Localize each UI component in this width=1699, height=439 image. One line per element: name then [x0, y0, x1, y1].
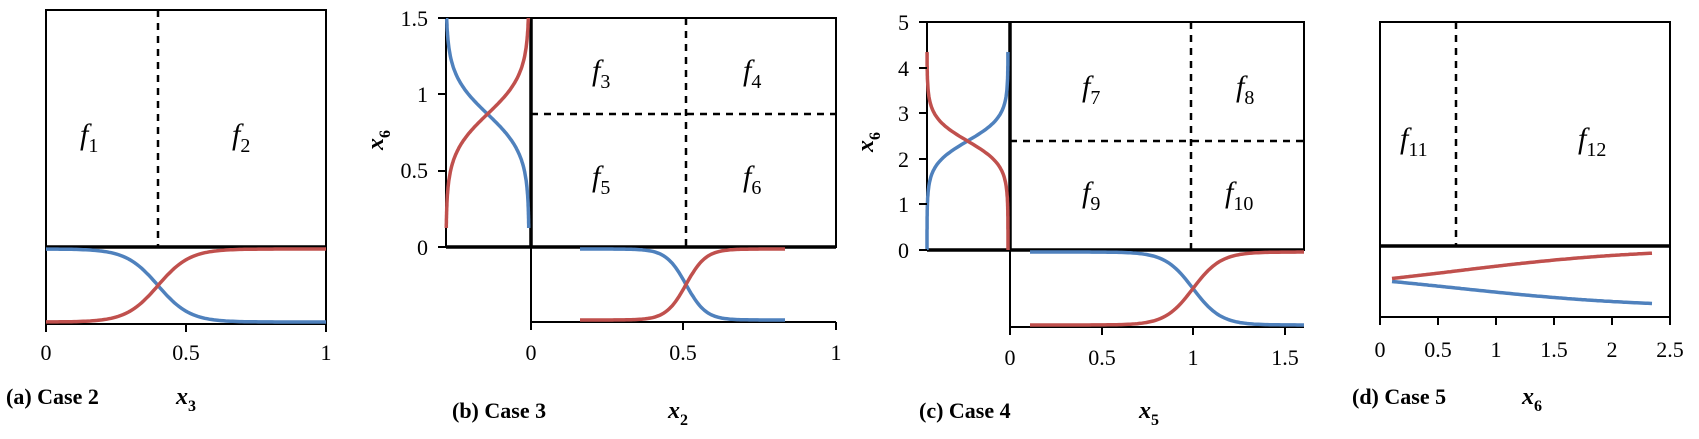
panel-c-blue-curve: [1030, 250, 1304, 327]
panel-b-blue-curve: [580, 247, 785, 322]
panel-a-xtick-0: 0: [41, 340, 52, 365]
panel-c-red-curve: [1030, 250, 1304, 327]
panel-c-xtick-3: 1.5: [1271, 345, 1299, 370]
panel-c-ytick-1: 1: [898, 192, 909, 217]
panel-d-region-f11: f11: [1400, 122, 1428, 161]
panel-c-side-red-curve: [925, 51, 1010, 250]
panel-d: 0 0.5 1 1.5 2 2.5 f11 f12 (d) Case 5 x6: [1352, 21, 1684, 415]
panel-b-region-box: [530, 17, 837, 248]
panel-c-region-f7: f7: [1082, 70, 1100, 109]
panel-c-region-box: [1009, 21, 1305, 251]
panel-c-xtick-2: 1: [1188, 345, 1199, 370]
panel-c-xtick-0: 0: [1005, 345, 1016, 370]
panel-c-y-axis-label: x6: [853, 132, 884, 153]
panel-b-ytick-2: 1: [417, 82, 428, 107]
panel-a-region-f2: f2: [232, 118, 250, 157]
panel-b-side-red-curve: [444, 18, 531, 228]
panel-c-region-f8: f8: [1236, 70, 1254, 109]
panel-b-xtick-2: 1: [831, 340, 842, 365]
panel-b-side-blue-curve: [444, 18, 531, 228]
panel-d-xtick-4: 2: [1607, 337, 1618, 362]
panel-b-ytick-0: 0: [417, 235, 428, 260]
panel-c: 0 0.5 1 1.5 0 1 2 3 4 5 x6 f7 f8 f9 f10 …: [853, 10, 1305, 429]
panel-c-ytick-4: 4: [898, 56, 909, 81]
panel-b-region-f6: f6: [743, 160, 761, 199]
panel-b-caption: (b) Case 3: [452, 398, 546, 423]
panel-a-xtick-1: 0.5: [172, 340, 200, 365]
panel-d-xtick-3: 1.5: [1540, 337, 1568, 362]
panel-c-axis-label: x5: [1138, 398, 1159, 429]
panel-c-xtick-1: 0.5: [1088, 345, 1116, 370]
panel-a-xtick-2: 1: [321, 340, 332, 365]
panel-d-region-box: [1379, 21, 1671, 247]
panel-b-region-f4: f4: [743, 54, 761, 93]
panel-b-ytick-3: 1.5: [401, 6, 429, 31]
panel-d-axis-label: x6: [1521, 384, 1542, 415]
panel-b-axis-label: x2: [667, 398, 688, 429]
panel-c-ytick-5: 5: [898, 10, 909, 35]
panel-c-ytick-0: 0: [898, 238, 909, 263]
panel-d-xtick-0: 0: [1375, 337, 1386, 362]
panel-b-red-curve: [580, 247, 785, 322]
panel-b-side-box: [445, 17, 532, 248]
panel-d-curve-box: [1379, 245, 1671, 318]
panel-a-blue-curve: [46, 247, 326, 324]
panel-c-side-box: [926, 21, 1011, 251]
panel-d-xtick-5: 2.5: [1656, 337, 1684, 362]
panel-c-ytick-2: 2: [898, 147, 909, 172]
panel-a-caption: (a) Case 2: [6, 384, 99, 409]
panel-d-red-curve: [1391, 251, 1653, 281]
panel-a: 0 0.5 1 f1 f2 (a) Case 2 x3: [6, 9, 332, 415]
panel-b-y-axis-label: x6: [363, 130, 394, 151]
panel-d-region-f12: f12: [1578, 122, 1606, 161]
panel-b-region-f3: f3: [592, 54, 610, 93]
panel-d-xtick-2: 1: [1491, 337, 1502, 362]
panel-a-axis-label: x3: [175, 384, 196, 415]
panel-a-red-curve: [46, 247, 326, 324]
panel-b: 0 0.5 1 0 0.5 1 1.5 x6 f3 f4 f5 f6 (b) C…: [363, 6, 842, 429]
panel-c-region-f10: f10: [1225, 176, 1253, 215]
panel-d-caption: (d) Case 5: [1352, 384, 1446, 409]
panel-b-xtick-1: 0.5: [669, 340, 697, 365]
panel-c-side-blue-curve: [925, 51, 1010, 250]
panel-b-ytick-1: 0.5: [401, 158, 429, 183]
panel-c-caption: (c) Case 4: [919, 398, 1011, 423]
panel-b-xtick-0: 0: [526, 340, 537, 365]
panel-d-xtick-1: 0.5: [1424, 337, 1452, 362]
panel-d-blue-curve: [1391, 279, 1653, 306]
panel-c-ytick-3: 3: [898, 101, 909, 126]
panel-a-region-f1: f1: [80, 118, 98, 157]
panel-b-region-f5: f5: [592, 160, 610, 199]
panel-c-region-f9: f9: [1082, 176, 1100, 215]
